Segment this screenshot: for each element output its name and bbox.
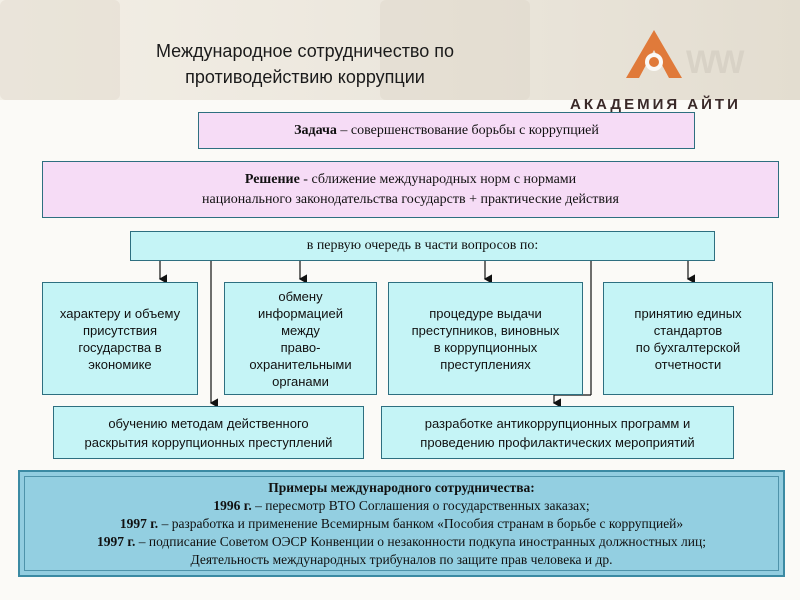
item-text: проведению профилактических мероприятий: [420, 434, 695, 450]
example-text: – пересмотр ВТО Соглашения о государстве…: [251, 497, 590, 513]
logo-text: АКАДЕМИЯ АЙТИ: [570, 96, 741, 113]
item-text: отчетности: [654, 356, 722, 372]
solution-text: - сближение международных норм с нормами: [299, 171, 577, 187]
item-text: раскрытия коррупционных преступлений: [84, 434, 333, 450]
item-text: принятию единых: [634, 305, 742, 321]
title-line: Международное сотрудничество по: [155, 41, 455, 61]
item-text: охранительными: [249, 356, 352, 372]
solution-box: Решение - сближение международных норм с…: [42, 161, 779, 218]
item-text: государства в: [78, 339, 162, 355]
example-year: 1997 г.: [119, 515, 159, 531]
solution-text: национального законодательства государст…: [202, 191, 619, 207]
academy-logo-icon: [626, 30, 682, 78]
task-label: Задача: [294, 122, 337, 138]
item-box-extradition: процедуре выдачи преступников, виновных …: [388, 282, 583, 395]
header-banner: [0, 0, 800, 100]
task-box: Задача – совершенствование борьбы с корр…: [198, 112, 695, 149]
example-text: – подписание Советом ОЭСР Конвенции о не…: [135, 533, 706, 549]
logo-watermark: WW: [686, 44, 744, 80]
example-text: Деятельность международных трибуналов по…: [190, 551, 613, 567]
background-decoration: [0, 0, 120, 100]
item-text: между: [281, 322, 320, 338]
title-line: противодействию коррупции: [185, 67, 425, 87]
item-text: право-: [280, 339, 321, 355]
example-text: – разработка и применение Всемирным банк…: [158, 515, 684, 531]
solution-label: Решение: [244, 171, 300, 187]
item-box-info-exchange: обмену информацией между право- охраните…: [224, 282, 377, 395]
task-text: – совершенствование борьбы с коррупцией: [336, 122, 599, 138]
item-text: присутствия: [82, 322, 157, 338]
item-text: обмену: [278, 288, 323, 304]
item-text: по бухгалтерской: [635, 339, 741, 355]
examples-title: Примеры международного сотрудничества:: [268, 479, 535, 495]
background-decoration: [380, 0, 530, 100]
item-text: характеру и объему: [59, 305, 181, 321]
item-text: экономике: [88, 356, 152, 372]
item-box-anticorruption-programs: разработке антикоррупционных программ и …: [381, 406, 734, 459]
example-row: 1997 г. – подписание Советом ОЭСР Конвен…: [97, 533, 706, 551]
example-row: 1996 г. – пересмотр ВТО Соглашения о гос…: [213, 497, 589, 515]
example-year: 1997 г.: [96, 533, 136, 549]
example-year: 1996 г.: [213, 497, 252, 513]
item-box-economy: характеру и объему присутствия государст…: [42, 282, 198, 395]
item-box-accounting-standards: принятию единых стандартов по бухгалтерс…: [603, 282, 773, 395]
item-box-training: обучению методам действенного раскрытия …: [53, 406, 364, 459]
example-row: 1997 г. – разработка и применение Всемир…: [120, 515, 683, 533]
item-text: разработке антикоррупционных программ и: [424, 415, 691, 431]
item-text: информацией: [258, 305, 343, 321]
page-title: Международное сотрудничество по противод…: [110, 38, 500, 90]
examples-box: Примеры международного сотрудничества: 1…: [18, 470, 785, 577]
item-text: преступлениях: [440, 356, 531, 372]
item-text: в коррупционных: [433, 339, 538, 355]
item-text: процедуре выдачи: [429, 305, 542, 321]
example-row: Деятельность международных трибуналов по…: [190, 551, 612, 569]
first-priority-box: в первую очередь в части вопросов по:: [130, 231, 715, 261]
item-text: стандартов: [653, 322, 723, 338]
item-text: обучению методам действенного: [108, 415, 309, 431]
item-text: преступников, виновных: [411, 322, 560, 338]
item-text: органами: [272, 373, 329, 389]
first-priority-text: в первую очередь в части вопросов по:: [306, 238, 539, 253]
